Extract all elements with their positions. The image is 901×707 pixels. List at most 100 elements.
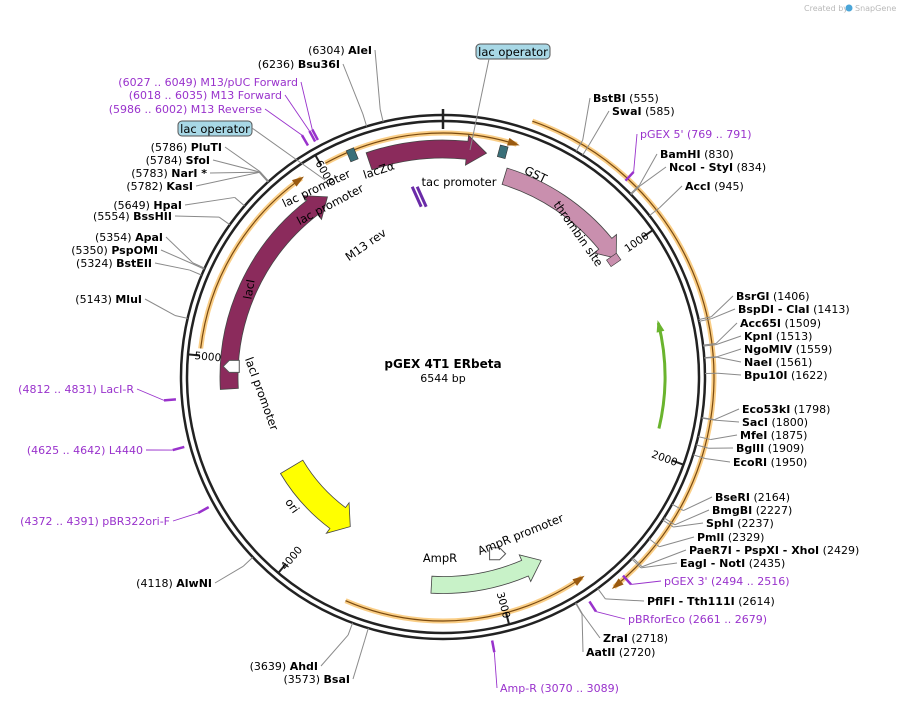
site-naei[interactable]: NaeI (1561) [704,356,812,369]
green-orf-arc [656,322,667,429]
primer-leader [284,94,310,132]
AmpR-feature[interactable] [430,554,542,594]
site-leader [589,110,610,145]
site-bseri[interactable]: BseRI (2164) [671,491,790,511]
site-tick [701,417,715,421]
primer-4[interactable]: (4372 .. 4391) pBR322ori-F [20,506,210,528]
site-ngomiv[interactable]: NgoMIV (1559) [704,343,832,359]
site-ecori[interactable]: EcoRI (1950) [693,454,807,469]
site-leader [705,458,731,463]
primer-leader [493,652,498,689]
site-bsrgi[interactable]: BsrGI (1406) [698,290,810,321]
site-mlui[interactable]: (5143) MluI [75,293,188,319]
site-leader [717,372,742,376]
site-label: NcoI - StyI (834) [669,161,766,174]
site-paer7i[interactable]: PaeR7I - PspXI - XhoI (2429) [632,544,860,568]
lacI-promoter-arrow-icon[interactable] [222,359,240,373]
site-eagi[interactable]: EagI - NotI (2435) [631,557,786,570]
site-tick [703,344,717,347]
site-tick [364,627,369,641]
site-tick [218,216,231,226]
site-mfei[interactable]: MfeI (1875) [698,429,807,442]
primer-1[interactable]: pGEX 3' (2494 .. 2516) [622,574,790,588]
site-nari[interactable]: (5783) NarI * [131,167,269,183]
site-apai[interactable]: (5354) ApaI [95,231,205,269]
site-bsu36i[interactable]: (6236) Bsu36I [258,58,368,127]
site-alwni[interactable]: (4118) AlwNI [136,556,254,590]
site-pspomi[interactable]: (5350) PspOMI [71,244,205,270]
primer-9[interactable]: (6027 .. 6049) M13/pUC Forward [118,76,319,141]
primer-label: (4372 .. 4391) pBR322ori-F [20,515,170,528]
primer-0[interactable]: pGEX 5' (769 .. 791) [624,128,752,182]
tac-promoter-box[interactable] [496,144,509,159]
site-label: BmgBI (2227) [712,504,792,517]
site-leader [710,434,738,441]
site-label: PflFI - Tth111I (2614) [647,595,775,608]
site-tick [671,503,684,511]
site-leader [195,171,260,187]
site-sfoi[interactable]: (5784) SfoI [146,154,269,183]
lac-operator-top[interactable]: lac operator [475,43,551,60]
lac-operator-left-leader [251,127,326,181]
site-label: PmlI (2329) [697,531,764,544]
site-label: SphI (2237) [706,517,774,530]
site-aatii[interactable]: AatII (2720) [575,602,655,659]
site-kpni[interactable]: KpnI (1513) [703,330,812,347]
tick-mark [277,563,287,574]
site-bstbi[interactable]: BstBI (555) [575,92,659,152]
AmpR-promoter-arrow-icon[interactable] [489,547,507,561]
primer-3[interactable]: Amp-R (3070 .. 3089) [490,640,619,695]
M13-rev-icon [410,186,428,208]
site-acc65i[interactable]: Acc65I (1509) [702,317,821,346]
tick-mark [314,154,323,167]
thrombin-box[interactable] [606,252,622,268]
site-label: AatII (2720) [586,646,655,659]
site-leader [710,295,734,318]
site-bsai[interactable]: (3573) BsaI [283,627,369,686]
lacZa-feature[interactable] [365,134,488,171]
site-pflfi[interactable]: PflFI - Tth111I (2614) [597,588,775,608]
site-leader [581,614,584,653]
site-bsshii[interactable]: (5554) BssHII [93,210,231,226]
primer-8[interactable]: (6018 .. 6035) M13 Forward [129,89,317,143]
AmpR-promoter-label: AmpR promoter [476,511,566,558]
site-pmli[interactable]: PmlI (2329) [648,531,764,548]
site-bpu10i[interactable]: Bpu10I (1622) [704,369,828,382]
site-bglii[interactable]: BglII (1909) [695,442,804,455]
ori-feature[interactable] [279,459,351,534]
site-bsteii[interactable]: (5324) BstEII [76,257,202,276]
orf-arcs [198,118,717,624]
site-hpai[interactable]: (5649) HpaI [113,196,245,212]
primer-5[interactable]: (4625 .. 4642) L4440 [27,444,185,457]
site-zrai[interactable]: ZraI (2718) [575,602,668,645]
site-pluti[interactable]: (5786) PluTI [151,141,270,182]
site-label: (5783) NarI * [131,167,207,180]
site-bspdi[interactable]: BspDI - ClaI (1413) [698,303,850,322]
primer-7[interactable]: (5986 .. 6002) M13 Reverse [109,103,310,147]
site-ahdi[interactable]: (3639) AhdI [250,622,354,673]
primer-2[interactable]: pBRforEco (2661 .. 2679) [588,600,767,626]
lac-operator-top-label: lac operator [478,45,548,59]
lac-promoter-box[interactable] [345,147,359,163]
site-leader [184,196,235,206]
primer-6[interactable]: (4812 .. 4831) LacI-R [18,383,177,402]
site-ncoi[interactable]: NcoI - StyI (834) [630,161,766,195]
site-eco53ki[interactable]: Eco53kI (1798) [701,403,831,421]
primer-mark [311,128,319,141]
tick-mark [187,353,201,357]
site-kasi[interactable]: (5782) KasI [126,171,269,193]
site-saci[interactable]: SacI (1800) [701,416,808,429]
site-swai[interactable]: SwaI (585) [582,105,675,156]
site-acci[interactable]: AccI (945) [649,180,744,217]
site-alei[interactable]: (6304) AleI [308,44,384,123]
site-label: (5786) PluTI [151,141,222,154]
primer-leader [172,512,199,522]
lacI-promoter-label: lacI promoter [242,355,282,432]
site-bamhi[interactable]: BamHI (830) [630,148,734,195]
lac-operator-left[interactable]: lac operator [177,120,253,137]
site-bmgbi[interactable]: BmgBI (2227) [663,504,792,526]
site-sphi[interactable]: SphI (2237) [662,517,774,530]
site-tick [379,109,384,123]
green-orf-arrow-icon [656,320,665,333]
